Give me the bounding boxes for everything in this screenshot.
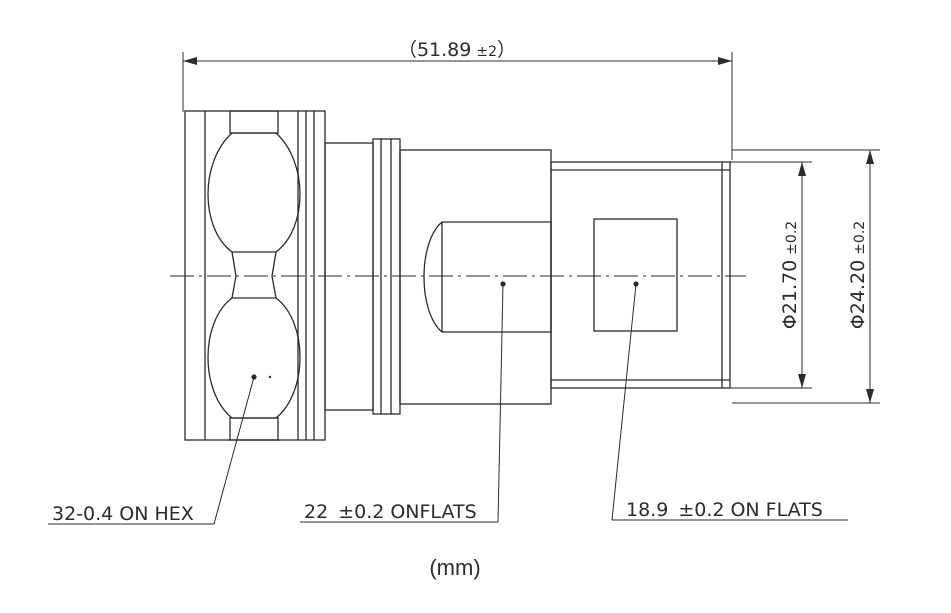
inner-diameter-label: Φ21.70±0.2 xyxy=(779,221,801,329)
flats-region-large xyxy=(423,221,552,333)
hex-flat-lower xyxy=(207,297,301,419)
connector-body xyxy=(170,110,746,441)
arrowhead-left xyxy=(183,57,197,65)
overall-length-label: （51.89±2） xyxy=(398,39,516,61)
callout-hex: 32-0.4 ON HEX xyxy=(48,376,255,525)
outer-diameter-label: Φ24.20±0.2 xyxy=(847,221,869,329)
middle-body xyxy=(399,149,552,405)
hex-flat-upper xyxy=(207,132,301,253)
flats-region-small xyxy=(593,218,678,332)
diameter-dimensions: Φ21.70±0.2 Φ24.20±0.2 xyxy=(730,149,880,404)
hex-callout-text: 32-0.4 ON HEX xyxy=(52,503,194,525)
rear-body xyxy=(550,161,731,389)
units-label: (mm) xyxy=(429,555,480,580)
arrowhead-right xyxy=(718,57,732,65)
overall-length-dimension: （51.89±2） xyxy=(182,39,733,160)
hex-nut xyxy=(184,110,326,441)
